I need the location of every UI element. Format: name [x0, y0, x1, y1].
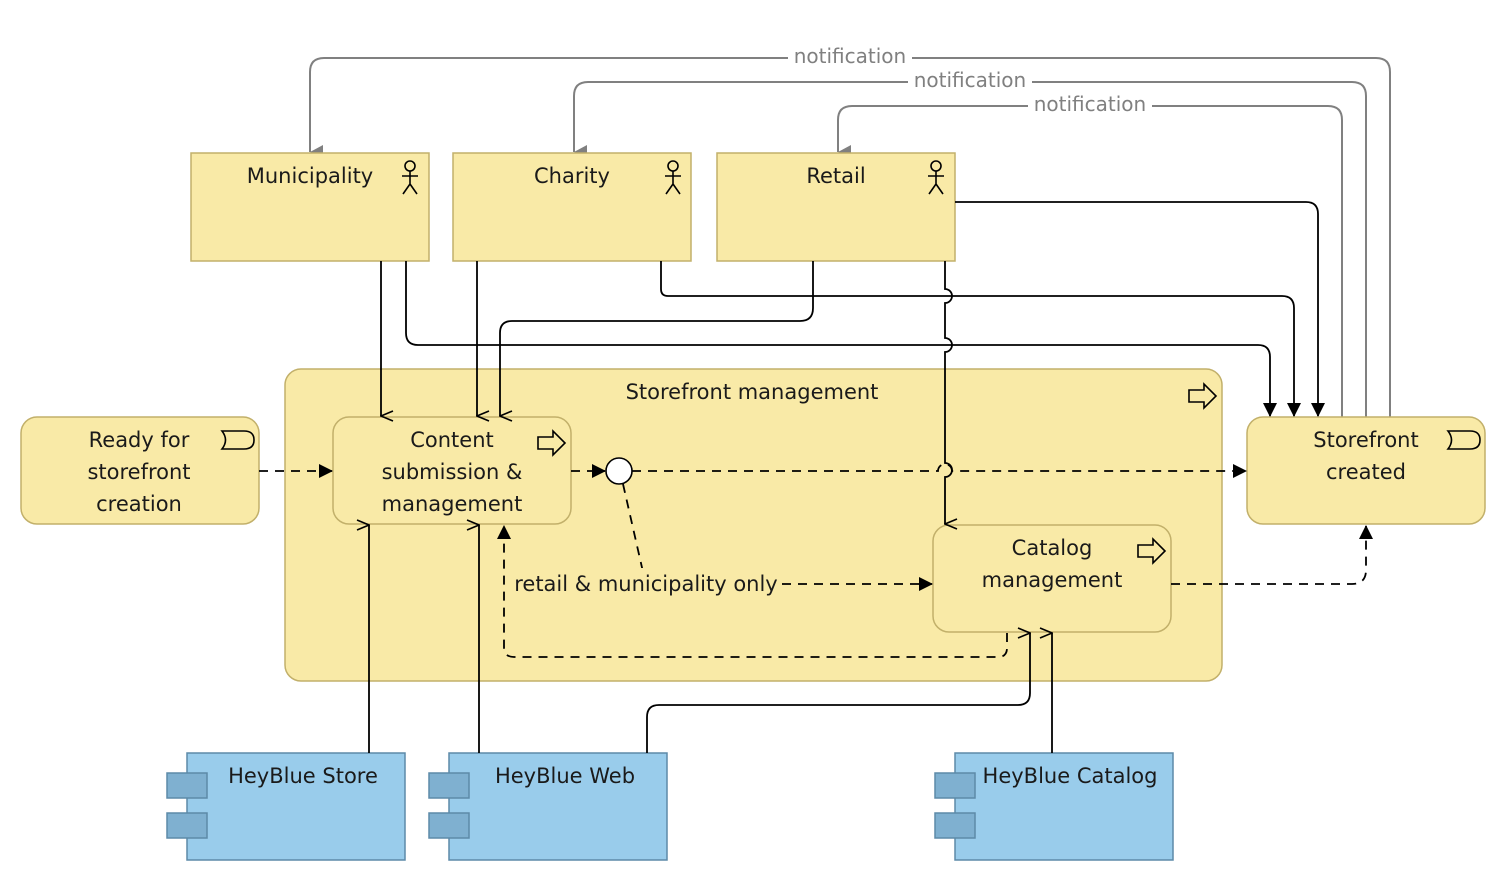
actor-icon — [928, 160, 944, 195]
catalog-triggers-created — [1171, 525, 1373, 585]
junction-triggers-created — [632, 463, 1247, 478]
event-ready-label-line3: creation — [96, 492, 182, 516]
event-icon — [220, 430, 255, 450]
retail-to-created — [955, 201, 1325, 417]
municipality-to-created — [405, 261, 1277, 417]
event-icon — [1446, 430, 1481, 450]
component-store-label: HeyBlue Store — [228, 764, 378, 788]
component-heyblue-catalog[interactable]: HeyBlue Catalog — [934, 752, 1174, 861]
content-label-line2: submission & — [382, 460, 523, 484]
notification-label-2: notification — [914, 68, 1026, 92]
process-content-submission[interactable]: Content submission & management — [332, 416, 572, 525]
event-created-label-line2: created — [1326, 460, 1406, 484]
component-heyblue-web[interactable]: HeyBlue Web — [428, 752, 668, 861]
process-catalog-management[interactable]: Catalog management — [932, 524, 1172, 633]
actor-icon — [402, 160, 418, 195]
or-junction[interactable] — [605, 457, 633, 485]
catalog-back-to-content — [497, 525, 1008, 658]
event-ready-label-line1: Ready for — [89, 428, 190, 452]
assignment-connections — [381, 201, 1325, 524]
retail-to-content — [500, 261, 814, 416]
actor-retail-label: Retail — [806, 164, 865, 188]
notification-line-charity — [573, 81, 1367, 418]
notification-label-1: notification — [794, 44, 906, 68]
web-serves-catalog — [646, 633, 1030, 753]
retail-municipality-only-label: retail & municipality only — [514, 572, 778, 596]
actor-retail[interactable]: Retail — [716, 152, 956, 262]
component-catalog-label: HeyBlue Catalog — [983, 764, 1158, 788]
process-arrow-icon — [537, 429, 567, 457]
triggering-connections — [259, 463, 1373, 658]
process-arrow-icon — [1188, 382, 1218, 410]
process-arrow-icon — [1137, 537, 1167, 565]
catalog-label-line1: Catalog — [1012, 536, 1093, 560]
serving-connections — [369, 525, 1052, 753]
actor-charity[interactable]: Charity — [452, 152, 692, 262]
event-ready-for-storefront-creation[interactable]: Ready for storefront creation — [20, 416, 260, 525]
actor-charity-label: Charity — [534, 164, 610, 188]
event-ready-label-line2: storefront — [87, 460, 190, 484]
component-heyblue-store[interactable]: HeyBlue Store — [166, 752, 406, 861]
component-web-label: HeyBlue Web — [495, 764, 635, 788]
actor-municipality-label: Municipality — [247, 164, 373, 188]
notification-label-3: notification — [1034, 92, 1146, 116]
actor-icon — [665, 160, 681, 195]
charity-to-created — [660, 261, 1301, 417]
catalog-label-line2: management — [982, 568, 1123, 592]
content-label-line3: management — [382, 492, 523, 516]
content-label-line1: Content — [410, 428, 494, 452]
event-storefront-created[interactable]: Storefront created — [1246, 416, 1486, 525]
storefront-management-label: Storefront management — [626, 380, 879, 404]
event-created-label-line1: Storefront — [1313, 428, 1418, 452]
actor-municipality[interactable]: Municipality — [190, 152, 430, 262]
